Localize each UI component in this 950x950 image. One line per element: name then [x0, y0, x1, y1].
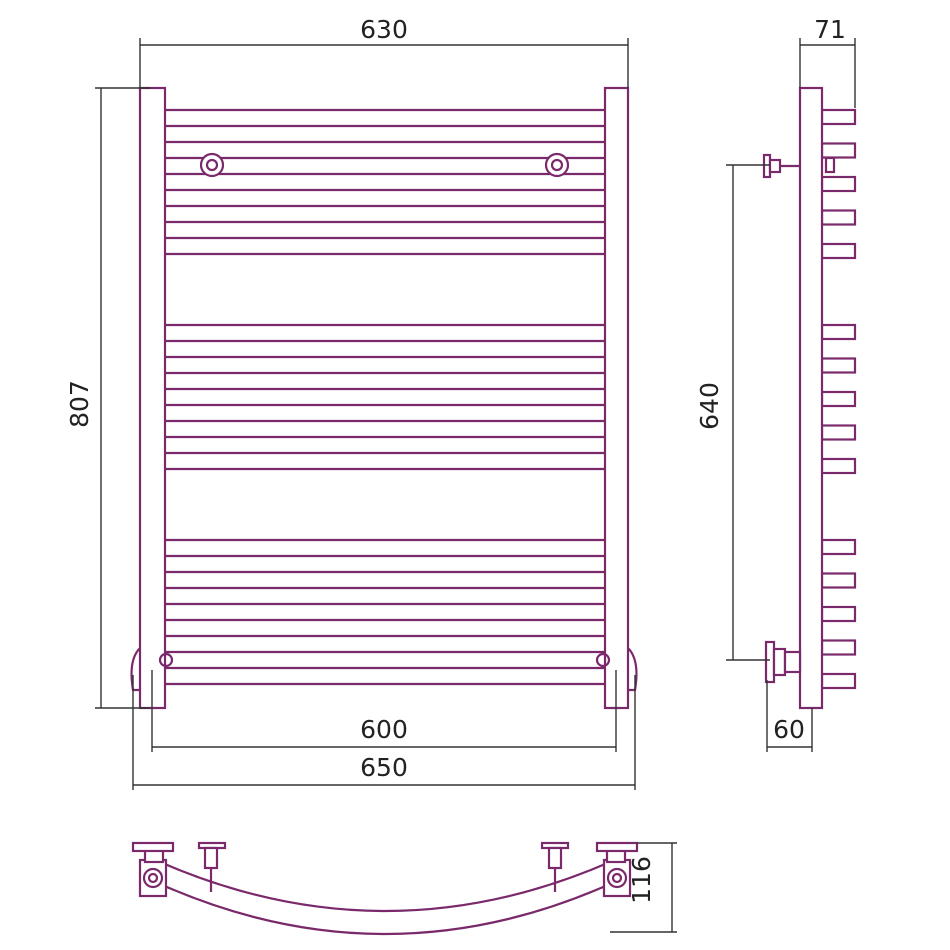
bottom-bracket-pipe [783, 650, 802, 674]
rung-stub [820, 357, 857, 374]
right-connection-nut [595, 652, 611, 668]
rung-stub [820, 390, 857, 408]
front-view [130, 86, 638, 710]
dim-116: 116 [627, 856, 656, 904]
top-rung-outer [159, 860, 611, 913]
dim-60: 60 [773, 715, 805, 744]
right-rail [603, 86, 630, 710]
rung-stub [820, 639, 857, 656]
side-view [762, 86, 857, 710]
bottom-bracket-plate [764, 640, 776, 684]
left-rail [138, 86, 167, 710]
dim-71: 71 [814, 15, 846, 44]
left-connection-nut [158, 652, 174, 668]
bottom-bracket-nut [772, 647, 787, 677]
rung-stub [820, 209, 857, 226]
wall-bracket [199, 152, 225, 178]
rung-stub [820, 538, 857, 556]
dim-630: 630 [360, 15, 408, 44]
rung-stub [820, 424, 857, 441]
rung-stub [820, 242, 857, 260]
dimensions: 630 71 807 640 600 650 60 116 [65, 15, 856, 933]
rung-stub [820, 672, 857, 690]
rung-stub [820, 175, 857, 193]
side-rail [798, 86, 824, 710]
rung-stub [820, 457, 857, 475]
dim-650: 650 [360, 753, 408, 782]
top-bracket-nut [768, 158, 782, 174]
top-rung-inner [159, 882, 611, 936]
rung-stub [820, 108, 857, 126]
rung-stub [820, 572, 857, 589]
top-bracket-clip [824, 156, 836, 174]
wall-bracket-inner [205, 158, 219, 172]
rung-stub [820, 142, 857, 159]
wall-bracket-inner [550, 158, 564, 172]
rung-stub [820, 605, 857, 623]
dim-600: 600 [360, 715, 408, 744]
rung-stub [820, 323, 857, 341]
wall-bracket [544, 152, 570, 178]
dim-640: 640 [695, 382, 724, 430]
top-view [131, 841, 639, 936]
dim-807: 807 [65, 380, 94, 428]
